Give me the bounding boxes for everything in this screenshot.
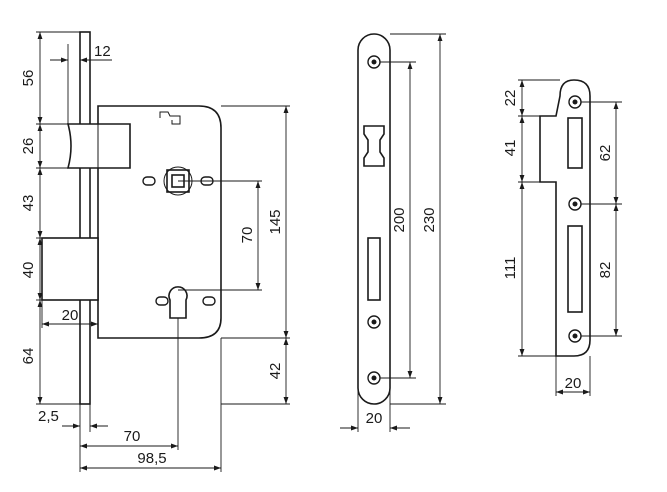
faceplate-screw-middle (367, 315, 381, 329)
dim-43: 43 (20, 195, 37, 212)
faceplate-screw-top (367, 55, 381, 69)
dim-42: 42 (267, 363, 284, 380)
dim-62: 62 (597, 145, 614, 162)
bolt-opening (367, 237, 381, 301)
dim-82: 82 (597, 262, 614, 279)
dim-111: 111 (502, 257, 519, 280)
case-slot (202, 296, 216, 306)
dim-70-backset: 70 (124, 428, 141, 445)
dim-64: 64 (20, 348, 37, 365)
lock-faceplate-edge (79, 31, 91, 405)
faceplate-outline (357, 33, 391, 405)
case-slot (142, 176, 156, 186)
dim-22: 22 (502, 90, 519, 107)
cylinder-keyhole (168, 286, 188, 319)
latch-opening (363, 125, 385, 167)
strike-screw-top (568, 95, 582, 109)
strike-plate-view: 22 41 111 62 82 20 (502, 79, 622, 396)
strike-screw-middle (568, 197, 582, 211)
strike-screw-bottom (568, 329, 582, 343)
dead-bolt (41, 237, 99, 301)
dim-20-strike: 20 (565, 375, 582, 392)
faceplate-view: 200 230 20 (340, 33, 446, 432)
dim-145: 145 (267, 209, 284, 234)
dim-2-5: 2,5 (38, 408, 59, 425)
strike-latch-opening (567, 117, 583, 169)
dim-12: 12 (94, 43, 111, 60)
dim-200: 200 (391, 207, 408, 232)
dim-26: 26 (20, 138, 37, 155)
faceplate-screw-bottom (367, 371, 381, 385)
dim-20-bolt: 20 (62, 307, 79, 324)
dim-56: 56 (20, 70, 37, 87)
dim-70-vertical: 70 (239, 227, 256, 244)
case-slot (155, 296, 169, 306)
dim-20-faceplate: 20 (366, 410, 383, 427)
dim-230: 230 (421, 207, 438, 232)
latch-bolt (66, 123, 131, 169)
dim-40: 40 (20, 262, 37, 279)
top-notch (159, 111, 181, 125)
dim-41: 41 (502, 140, 519, 157)
dim-98-5: 98,5 (137, 450, 166, 467)
lock-body-view: 56 12 26 43 40 20 64 2,5 70 98,5 70 145 … (20, 31, 290, 472)
strike-bolt-opening (567, 225, 583, 313)
